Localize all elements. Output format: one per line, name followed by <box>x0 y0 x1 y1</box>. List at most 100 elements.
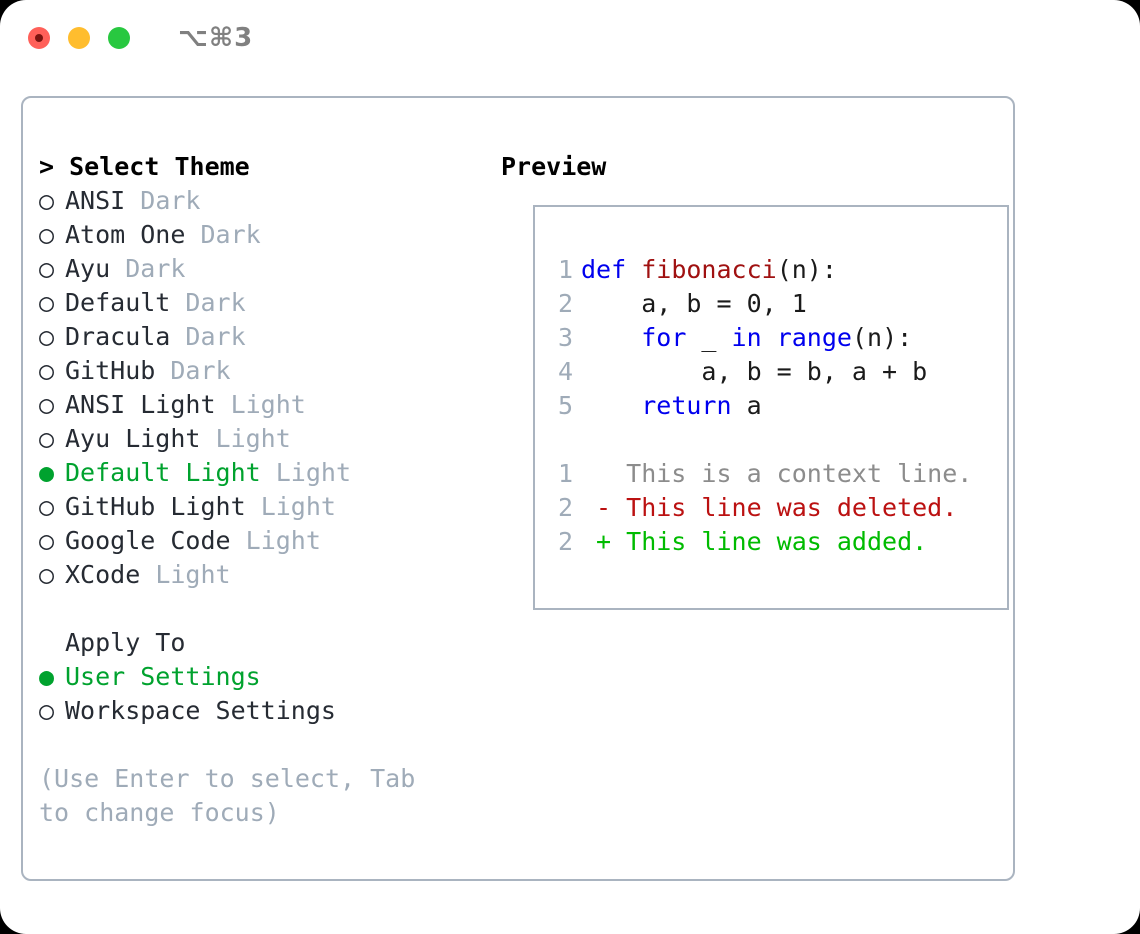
theme-name: ANSI <box>65 186 126 215</box>
code-token: (n): <box>776 255 837 284</box>
code-token: fibonacci <box>641 255 777 284</box>
apply-to-item[interactable]: ○ Workspace Settings <box>39 694 479 728</box>
theme-list-item[interactable]: ○ Google Code Light <box>39 524 479 558</box>
theme-list-item[interactable]: ○ANSI Dark <box>39 184 479 218</box>
line-number: 5 <box>557 391 573 420</box>
diff-text: This is a context line. <box>626 459 973 488</box>
theme-picker-header: > Select Theme <box>39 152 250 181</box>
apply-to-header: Apply To <box>65 628 186 657</box>
theme-variant-badge: Dark <box>140 186 201 215</box>
radio-unselected-icon: ○ <box>39 322 55 351</box>
theme-name: Default <box>65 288 171 317</box>
theme-picker-column: > Select Theme ○ANSI Dark○Atom One Dark○… <box>39 150 479 830</box>
diff-sign: - <box>581 493 627 522</box>
diff-line: 1 This is a context line. <box>553 457 972 491</box>
diff-text: This line was deleted. <box>626 493 958 522</box>
code-token <box>581 391 641 420</box>
apply-to-item[interactable]: ● User Settings <box>39 660 479 694</box>
code-line: 2 a, b = 0, 1 <box>553 287 972 321</box>
maximize-button[interactable] <box>108 27 130 49</box>
theme-variant-badge: Light <box>215 424 291 453</box>
theme-list-item[interactable]: ○ Default Dark <box>39 286 479 320</box>
line-number: 3 <box>557 323 573 352</box>
close-button[interactable] <box>28 27 50 49</box>
code-line: 3 for _ in range(n): <box>553 321 972 355</box>
theme-name: Atom One <box>65 220 186 249</box>
theme-list: ○ANSI Dark○Atom One Dark○Ayu Dark○Defaul… <box>39 184 479 592</box>
radio-unselected-icon: ○ <box>39 390 55 419</box>
theme-variant-badge: Light <box>260 492 336 521</box>
radio-unselected-icon: ○ <box>39 492 55 521</box>
theme-list-item[interactable]: ○Ayu Light Light <box>39 422 479 456</box>
code-token <box>581 323 641 352</box>
keyboard-shortcut-label: ⌥⌘3 <box>178 23 254 53</box>
theme-variant-badge: Light <box>155 560 231 589</box>
code-token: _ <box>686 323 732 352</box>
theme-list-item[interactable]: ○ GitHub Dark <box>39 354 479 388</box>
keyboard-hint: (Use Enter to select, Tab to change focu… <box>39 764 416 827</box>
theme-list-item[interactable]: ○ Ayu Dark <box>39 252 479 286</box>
radio-unselected-icon: ○ <box>39 288 55 317</box>
theme-name: GitHub Light <box>65 492 246 521</box>
diff-line: 2 - This line was deleted. <box>553 491 972 525</box>
line-number: 2 <box>557 289 573 318</box>
code-line: 4 a, b = b, a + b <box>553 355 972 389</box>
radio-selected-icon: ● <box>39 458 55 487</box>
radio-unselected-icon: ○ <box>39 424 55 453</box>
code-token: return <box>641 391 732 420</box>
theme-name: Dracula <box>65 322 171 351</box>
theme-list-item[interactable]: ○ Dracula Dark <box>39 320 479 354</box>
theme-name: Default Light <box>65 458 261 487</box>
line-number: 1 <box>557 255 573 284</box>
line-number: 1 <box>557 459 573 488</box>
theme-variant-badge: Dark <box>185 322 246 351</box>
apply-to-label: Workspace Settings <box>65 696 336 725</box>
apply-to-label: User Settings <box>65 662 261 691</box>
radio-unselected-icon: ○ <box>39 696 55 725</box>
diff-line: 2 + This line was added. <box>553 525 972 559</box>
radio-unselected-icon: ○ <box>39 526 55 555</box>
code-blank-line <box>553 423 972 457</box>
apply-to-list: ● User Settings ○ Workspace Settings <box>39 660 479 728</box>
theme-name: XCode <box>65 560 141 589</box>
theme-variant-badge: Dark <box>170 356 231 385</box>
theme-list-item[interactable]: ○ Atom One Dark <box>39 218 479 252</box>
theme-name: Google Code <box>65 526 231 555</box>
code-token: in <box>731 323 762 352</box>
theme-list-item[interactable]: ○ANSI Light Light <box>39 388 479 422</box>
theme-variant-badge: Light <box>245 526 321 555</box>
theme-list-item[interactable]: ○ GitHub Light Light <box>39 490 479 524</box>
radio-selected-icon: ● <box>39 662 55 691</box>
line-number: 2 <box>557 493 573 522</box>
diff-sign <box>581 459 626 488</box>
code-token: a, b = 0, 1 <box>581 289 807 318</box>
code-line: 5 return a <box>553 389 972 423</box>
theme-variant-badge: Dark <box>200 220 261 249</box>
radio-unselected-icon: ○ <box>39 356 55 385</box>
code-token <box>762 323 777 352</box>
theme-name: Ayu <box>65 254 111 283</box>
diff-text: This line was added. <box>626 527 928 556</box>
theme-list-item[interactable]: ● Default Light Light <box>39 456 479 490</box>
theme-name: GitHub <box>65 356 156 385</box>
code-token: range <box>776 323 852 352</box>
radio-unselected-icon: ○ <box>39 560 55 589</box>
theme-list-item[interactable]: ○ XCode Light <box>39 558 479 592</box>
main-panel: > Select Theme ○ANSI Dark○Atom One Dark○… <box>21 96 1015 881</box>
theme-variant-badge: Light <box>230 390 306 419</box>
radio-unselected-icon: ○ <box>39 254 55 283</box>
theme-variant-badge: Dark <box>185 288 246 317</box>
minimize-button[interactable] <box>68 27 90 49</box>
diff-sign: + <box>581 527 627 556</box>
line-number: 4 <box>557 357 573 386</box>
radio-unselected-icon: ○ <box>39 220 55 249</box>
title-bar: ⌥⌘3 <box>0 0 1140 76</box>
preview-header: Preview <box>501 152 607 181</box>
theme-variant-badge: Light <box>275 458 351 487</box>
theme-variant-badge: Dark <box>125 254 186 283</box>
